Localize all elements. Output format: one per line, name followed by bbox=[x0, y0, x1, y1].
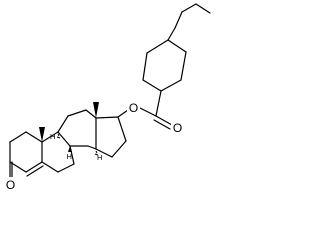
atom-carbonyl-oxygen: O bbox=[171, 121, 184, 135]
stereo-h-c14: H bbox=[94, 150, 102, 162]
atom-ketone-oxygen: O bbox=[4, 177, 17, 192]
stereo-h-c8: H bbox=[67, 146, 72, 161]
ester-oxygen-label: O bbox=[129, 101, 138, 115]
cyclohexane-ring bbox=[142, 39, 187, 92]
methyl-c10 bbox=[39, 127, 45, 142]
butyl-chain bbox=[167, 3, 211, 41]
ring-a bbox=[9, 131, 44, 177]
ring-c bbox=[57, 109, 97, 150]
ketone-oxygen-label: O bbox=[6, 178, 15, 192]
ring-b bbox=[41, 131, 75, 173]
atom-ester-oxygen: O bbox=[127, 101, 140, 115]
ketone-group bbox=[9, 161, 13, 179]
molecule-canvas: H H H O O O bbox=[4, 3, 211, 192]
stereo-h-c9: H bbox=[50, 132, 61, 141]
structure-drawing: H H H O O O bbox=[4, 3, 211, 192]
ring-d bbox=[95, 116, 127, 158]
carbonyl-oxygen-label: O bbox=[173, 121, 182, 135]
h-label-c14: H bbox=[97, 153, 102, 162]
methyl-c13 bbox=[93, 102, 99, 118]
h-label-c8: H bbox=[67, 152, 72, 161]
ester-group bbox=[117, 90, 173, 130]
h-label-c9: H bbox=[50, 132, 55, 141]
